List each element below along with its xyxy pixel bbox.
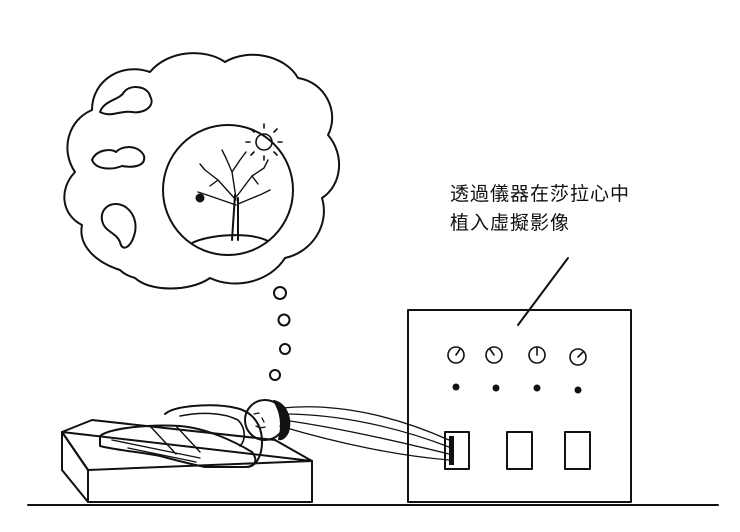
apple-icon (196, 194, 204, 202)
machine-port-connector (445, 432, 469, 469)
patient-face (254, 413, 265, 428)
machine-dials (448, 347, 586, 365)
caption-line-1: 透過儀器在莎拉心中 (450, 183, 631, 205)
cloud-blob-middle (92, 147, 144, 168)
patient-helmet (274, 401, 289, 439)
connector-pins (449, 436, 454, 465)
tree-trunk (232, 195, 238, 240)
machine-cabinet (408, 310, 631, 502)
thought-dot-4 (270, 370, 280, 380)
thought-dot-1 (274, 287, 286, 299)
machine-port-3 (565, 432, 590, 469)
patient-blanket (100, 425, 255, 467)
patient-torso (165, 405, 262, 467)
dial-icon (486, 347, 502, 363)
caption-pointer-line (518, 258, 568, 325)
cloud-blob-bottom (102, 204, 136, 248)
cables (280, 407, 449, 460)
bed-top (62, 420, 312, 461)
thought-dot-3 (280, 344, 290, 354)
patient-blanket-folds (112, 426, 200, 462)
thought-cloud (64, 53, 339, 288)
machine-port-2 (507, 432, 532, 469)
dial-icon (570, 349, 586, 365)
ground-hill (192, 235, 268, 243)
dream-circle (163, 125, 293, 255)
cloud-blob-top (100, 87, 152, 114)
patient-arm (180, 413, 244, 446)
bed-edge (62, 432, 88, 502)
tree-branches (198, 150, 270, 205)
machine-indicator-lights (452, 383, 582, 394)
dial-icon (529, 347, 545, 363)
dial-icon (448, 347, 464, 363)
caption-line-2: 植入虛擬影像 (450, 212, 571, 234)
sun-icon (246, 124, 282, 160)
thought-dot-2 (279, 315, 290, 326)
